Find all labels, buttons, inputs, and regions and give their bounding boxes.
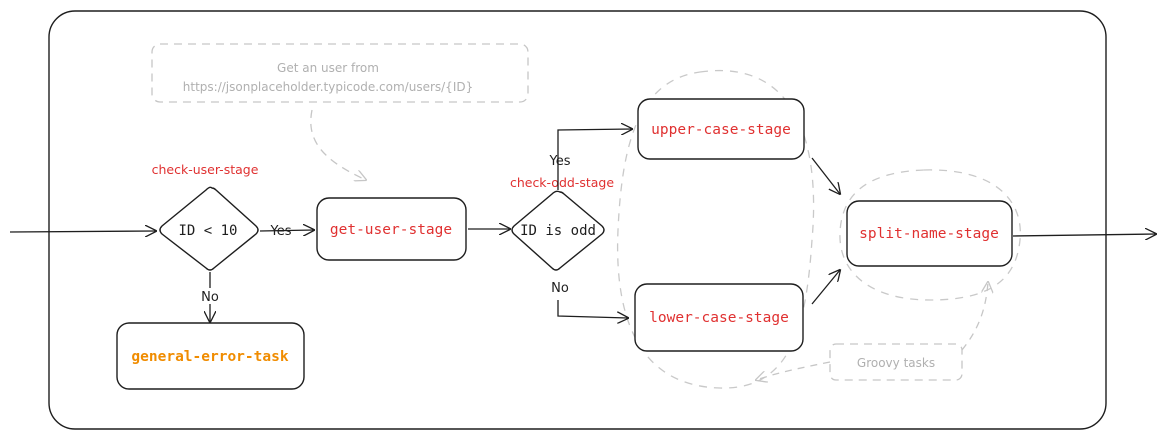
check-user-decision-text: ID < 10 [178, 223, 237, 239]
get-user-note-line1: Get an user from [277, 61, 379, 75]
groovy-arrow-up [961, 282, 988, 351]
groovy-tasks-box [829, 343, 963, 381]
edge-odd-to-lower [557, 300, 628, 318]
check-user-stage-label: check-user-stage [152, 162, 259, 177]
check-odd-stage-label: check-odd-stage [510, 175, 614, 190]
check-odd-decision-text: ID is odd [520, 223, 596, 239]
edge-check-to-get-user [259, 230, 314, 231]
lower-case-stage-box[interactable] [634, 283, 804, 352]
edge-no-label-2: No [551, 281, 569, 296]
check-odd-decision[interactable] [511, 190, 605, 271]
edge-yes-label-2: Yes [549, 154, 571, 169]
outer-frame [48, 10, 1107, 430]
split-name-stage-text: split-name-stage [859, 226, 999, 242]
upper-case-stage-box[interactable] [637, 98, 805, 160]
edge-yes-label-1: Yes [270, 224, 292, 239]
get-user-note-box [151, 43, 529, 103]
get-user-note-line2: https://jsonplaceholder.typicode.com/use… [183, 80, 473, 94]
edge-lower-to-split [811, 270, 840, 305]
split-name-stage-box[interactable] [846, 200, 1013, 267]
groovy-tasks-label: Groovy tasks [857, 356, 935, 370]
lower-case-stage-text: lower-case-stage [649, 310, 789, 326]
check-user-decision[interactable] [159, 186, 259, 271]
get-user-stage-box[interactable] [316, 197, 467, 261]
groovy-ellipse-right [839, 169, 1021, 301]
groovy-arrow-left [756, 361, 831, 380]
edge-no-label-1: No [201, 290, 219, 305]
edge-upper-to-split [811, 157, 840, 194]
exit-arrow [1012, 234, 1156, 236]
get-user-stage-text: get-user-stage [330, 222, 452, 238]
general-error-task-text: general-error-task [131, 349, 288, 365]
entry-arrow [9, 231, 156, 232]
edge-odd-to-upper [557, 129, 632, 190]
groovy-ellipse-left [616, 69, 815, 389]
get-user-note-arrow [310, 109, 366, 180]
general-error-task-box[interactable] [116, 322, 305, 390]
upper-case-stage-text: upper-case-stage [651, 122, 791, 138]
